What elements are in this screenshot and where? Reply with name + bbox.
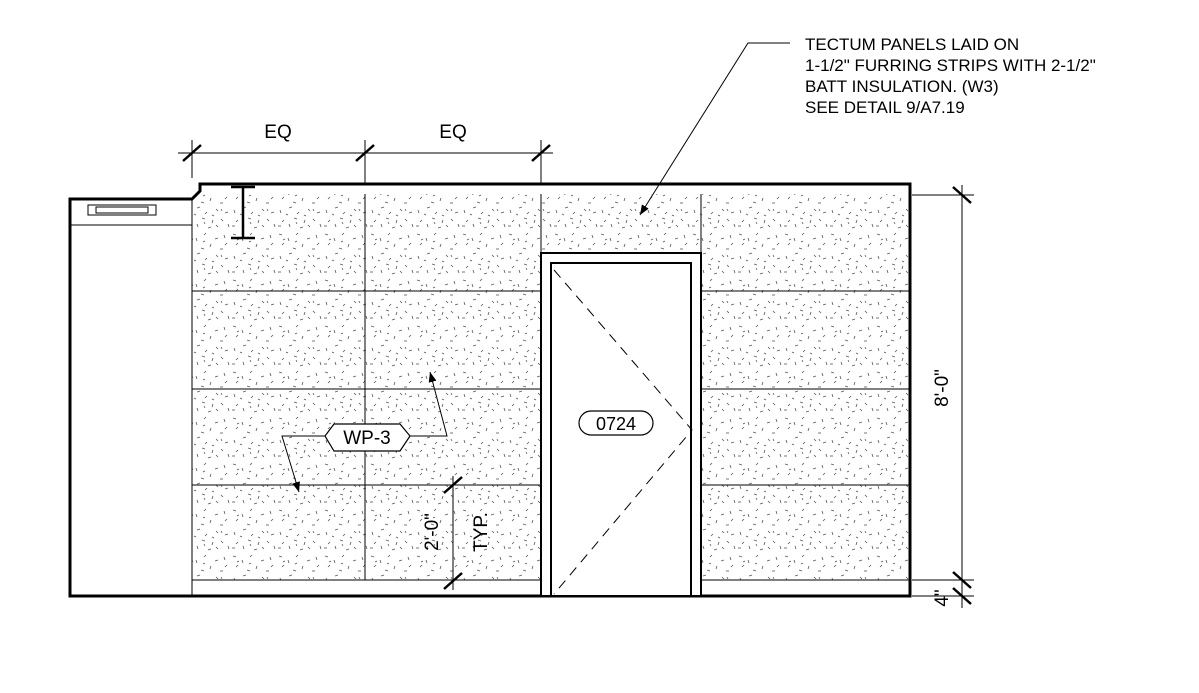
note-leader xyxy=(639,42,790,216)
steel-beam-section xyxy=(231,185,255,240)
panel-fill-right xyxy=(701,194,910,580)
eq-dimension-right: EQ xyxy=(439,122,466,143)
wall-panel-tag-group: WP-3 xyxy=(281,371,448,493)
door-tag: 0724 xyxy=(596,414,636,434)
panel-height-dimension: 2'-0" xyxy=(422,513,443,551)
eq-dimension-left: EQ xyxy=(264,122,291,143)
panel-fill-left xyxy=(192,194,541,580)
tag-leader-right xyxy=(409,371,448,437)
door: 0724 xyxy=(540,252,702,597)
wall-panel-tag: WP-3 xyxy=(343,428,391,449)
panel-height-dimension-string xyxy=(443,476,463,590)
note-line-4: SEE DETAIL 9/A7.19 xyxy=(805,98,965,117)
note-line-3: BATT INSULATION. (W3) xyxy=(805,77,999,96)
typical-label: TYP. xyxy=(471,512,492,552)
note-line-2: 1-1/2" FURRING STRIPS WITH 2-1/2" xyxy=(805,56,1096,75)
door-swing-indicator xyxy=(553,269,693,595)
vent-grille xyxy=(87,204,157,216)
wall-outline xyxy=(68,182,912,598)
door-tag-outline xyxy=(578,410,654,436)
wall-panel-tag-outline xyxy=(324,423,411,452)
eq-dimension-string xyxy=(178,140,553,184)
base-dimension: 4" xyxy=(932,589,953,606)
height-dimension: 8'-0" xyxy=(932,369,953,407)
height-dimension-string xyxy=(912,185,974,608)
tectum-panels xyxy=(192,194,910,580)
tag-leader-left xyxy=(281,435,325,493)
note-line-1: TECTUM PANELS LAID ON xyxy=(805,35,1020,54)
panel-fill-over-door xyxy=(541,194,701,253)
